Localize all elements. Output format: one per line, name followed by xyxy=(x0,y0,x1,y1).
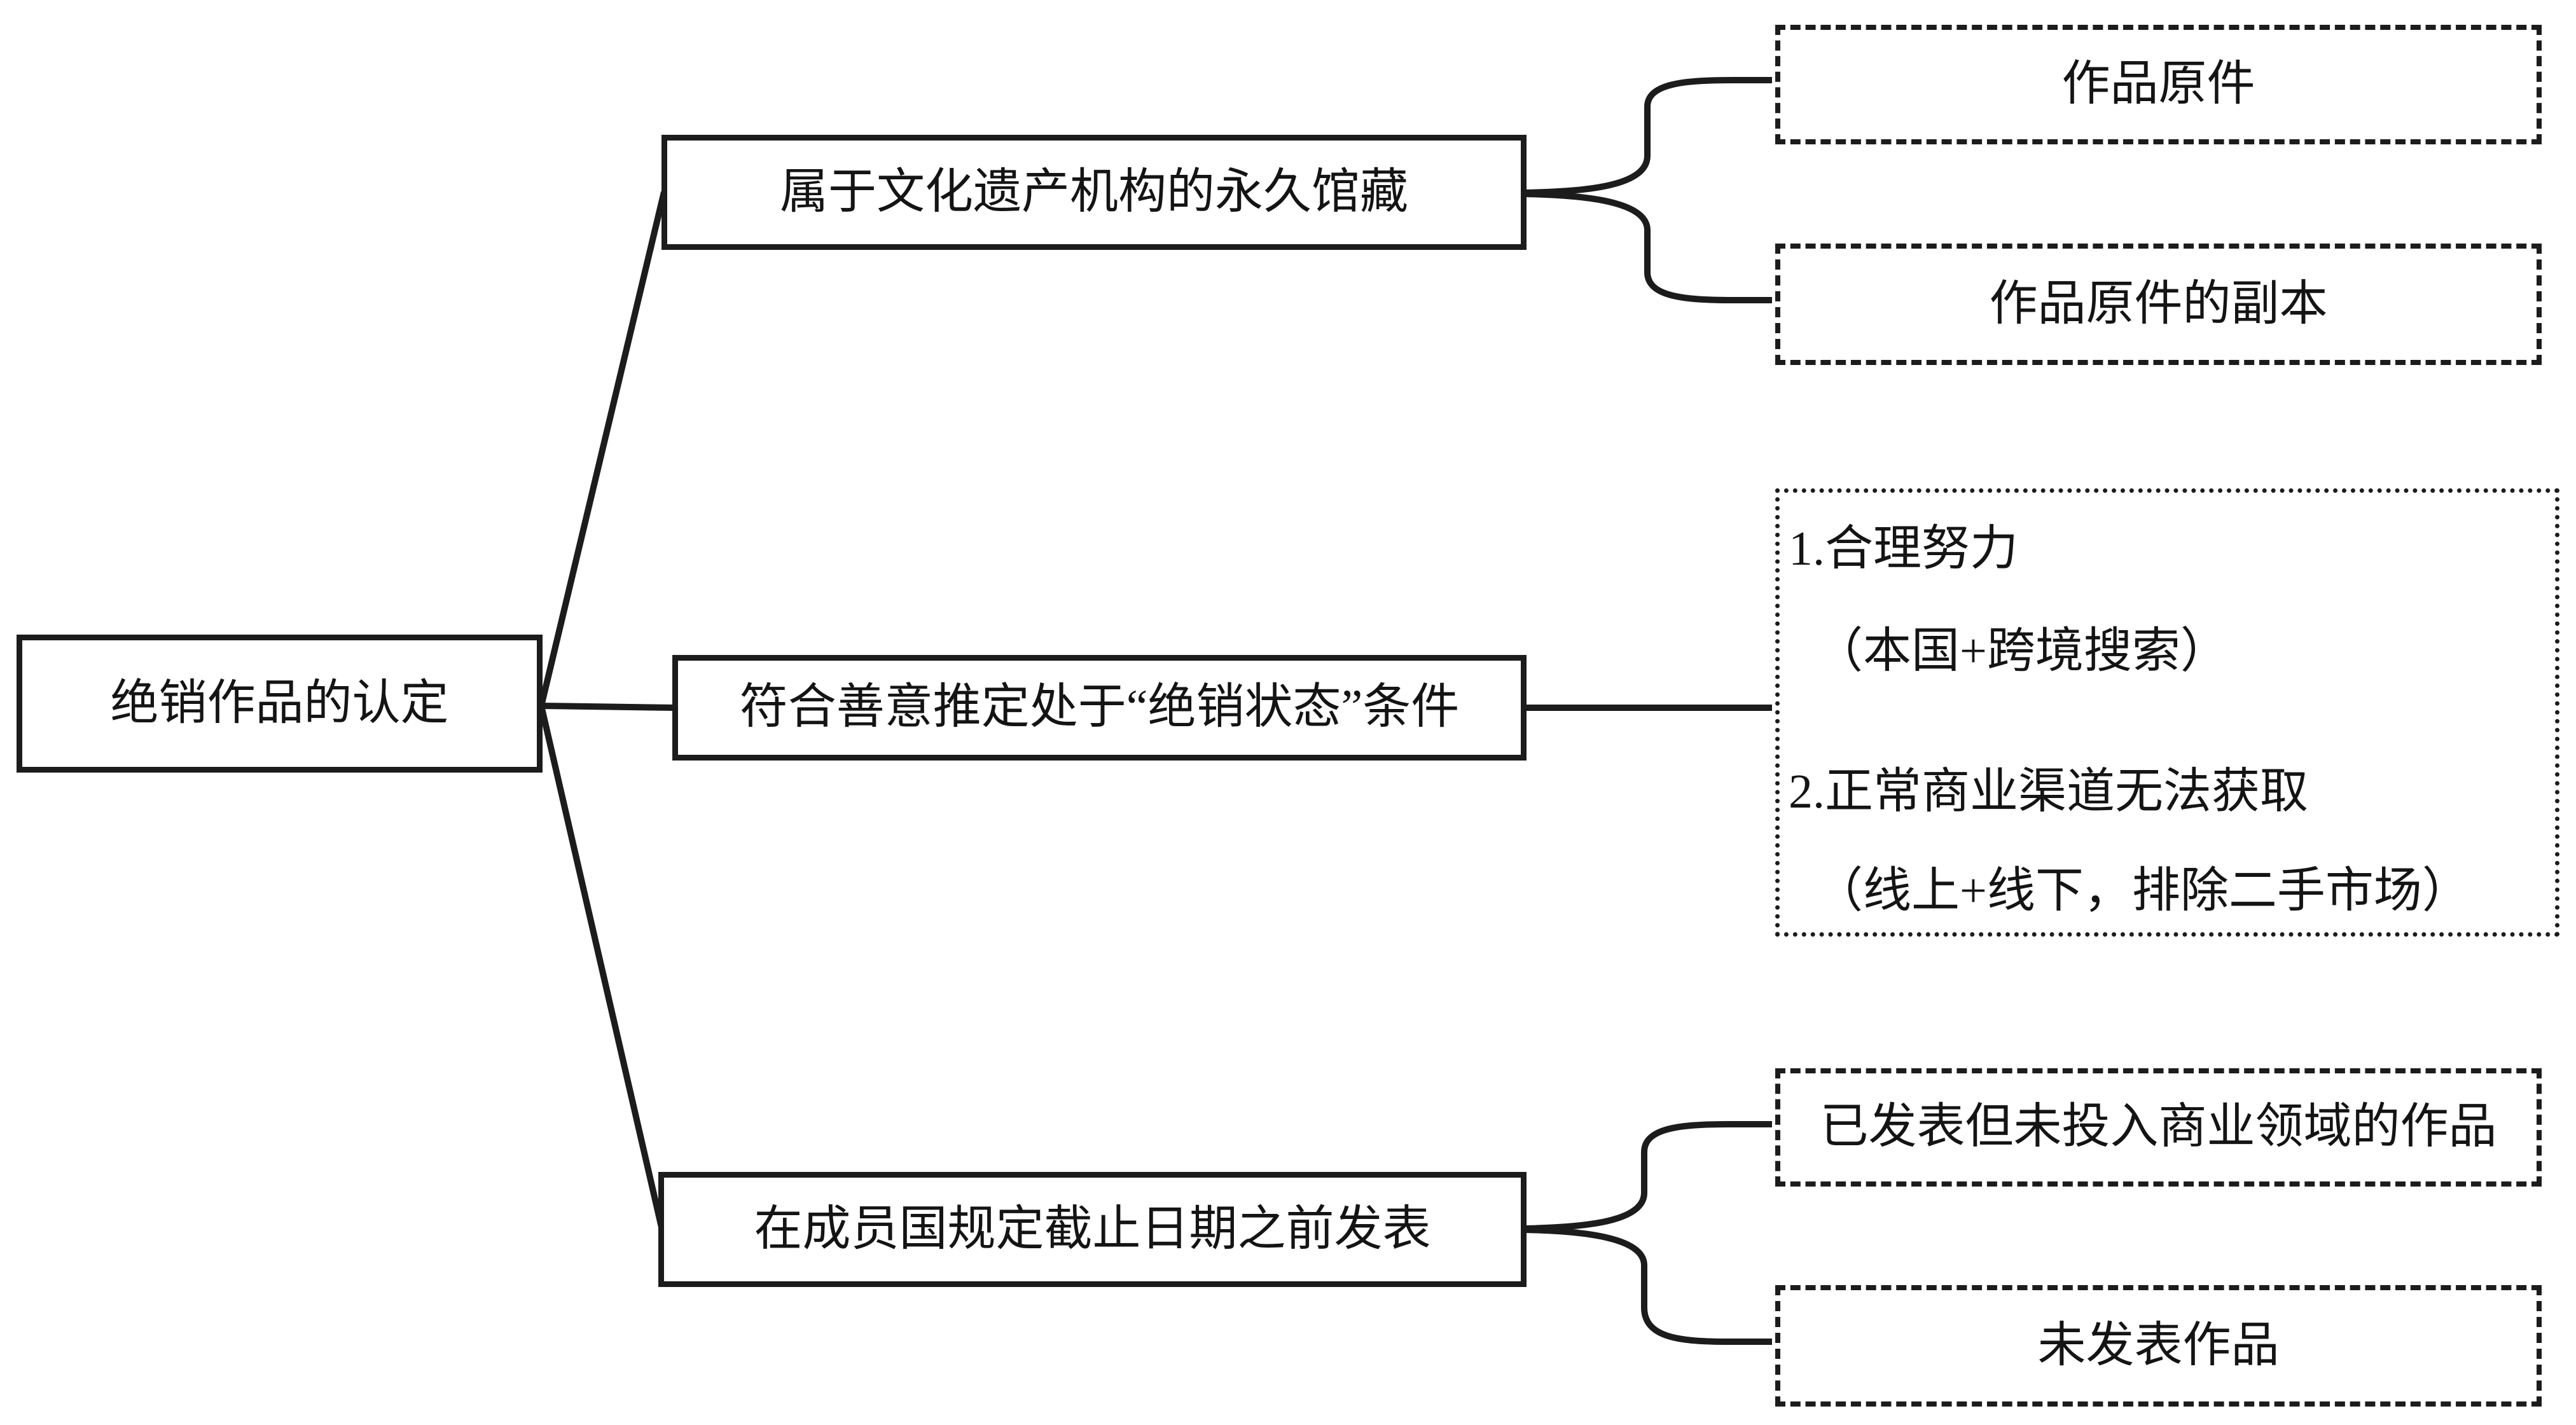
leaf-node-label: 作品原件的副本 xyxy=(1989,277,2328,331)
branch-node-good-faith-presumption: 符合善意推定处于“绝销状态”条件 xyxy=(672,655,1527,761)
branch-node-permanent-collection: 属于文化遗产机构的永久馆藏 xyxy=(661,135,1527,250)
connector-root-to-branch2 xyxy=(541,703,676,711)
branch-node-label: 在成员国规定截止日期之前发表 xyxy=(754,1202,1431,1256)
root-node-out-of-commerce-determination: 绝销作品的认定 xyxy=(17,635,543,773)
leaf-node-label: 作品原件 xyxy=(2061,57,2255,111)
leaf-node-published-not-commercialized: 已发表但未投入商业领域的作品 xyxy=(1775,1068,2542,1187)
leaf-node-unpublished-work: 未发表作品 xyxy=(1775,1285,2542,1407)
leaf-node-copy-of-original-work: 作品原件的副本 xyxy=(1775,244,2542,365)
condition-line-online-offline-excluding-secondhand: （线上+线下，排除二手市场） xyxy=(1815,864,2470,918)
condition-line-domestic-crossborder-search: （本国+跨境搜索） xyxy=(1815,624,2229,678)
connector-branch1-to-leaf1a xyxy=(1525,77,1772,196)
connector-branch3-to-leaf3a xyxy=(1525,1121,1772,1232)
branch-node-label: 符合善意推定处于“绝销状态”条件 xyxy=(739,680,1460,734)
condition-note-box: 1.合理努力 （本国+跨境搜索） 2.正常商业渠道无法获取 （线上+线下，排除二… xyxy=(1775,488,2559,937)
leaf-node-label: 未发表作品 xyxy=(2037,1318,2280,1372)
connector-branch1-to-leaf1b xyxy=(1525,191,1772,303)
root-node-label: 绝销作品的认定 xyxy=(110,676,449,730)
condition-line-reasonable-effort: 1.合理努力 xyxy=(1789,522,2018,575)
connector-branch3-to-leaf3b xyxy=(1525,1227,1772,1345)
connector-root-to-branch1 xyxy=(538,191,667,707)
connector-root-to-branch3 xyxy=(538,705,665,1229)
condition-line-unavailable-commercial-channels: 2.正常商业渠道无法获取 xyxy=(1789,765,2308,818)
leaf-node-original-work: 作品原件 xyxy=(1775,25,2542,144)
leaf-node-label: 已发表但未投入商业领域的作品 xyxy=(1820,1100,2497,1154)
branch-node-label: 属于文化遗产机构的永久馆藏 xyxy=(780,165,1408,219)
branch-node-published-before-deadline: 在成员国规定截止日期之前发表 xyxy=(658,1172,1527,1287)
